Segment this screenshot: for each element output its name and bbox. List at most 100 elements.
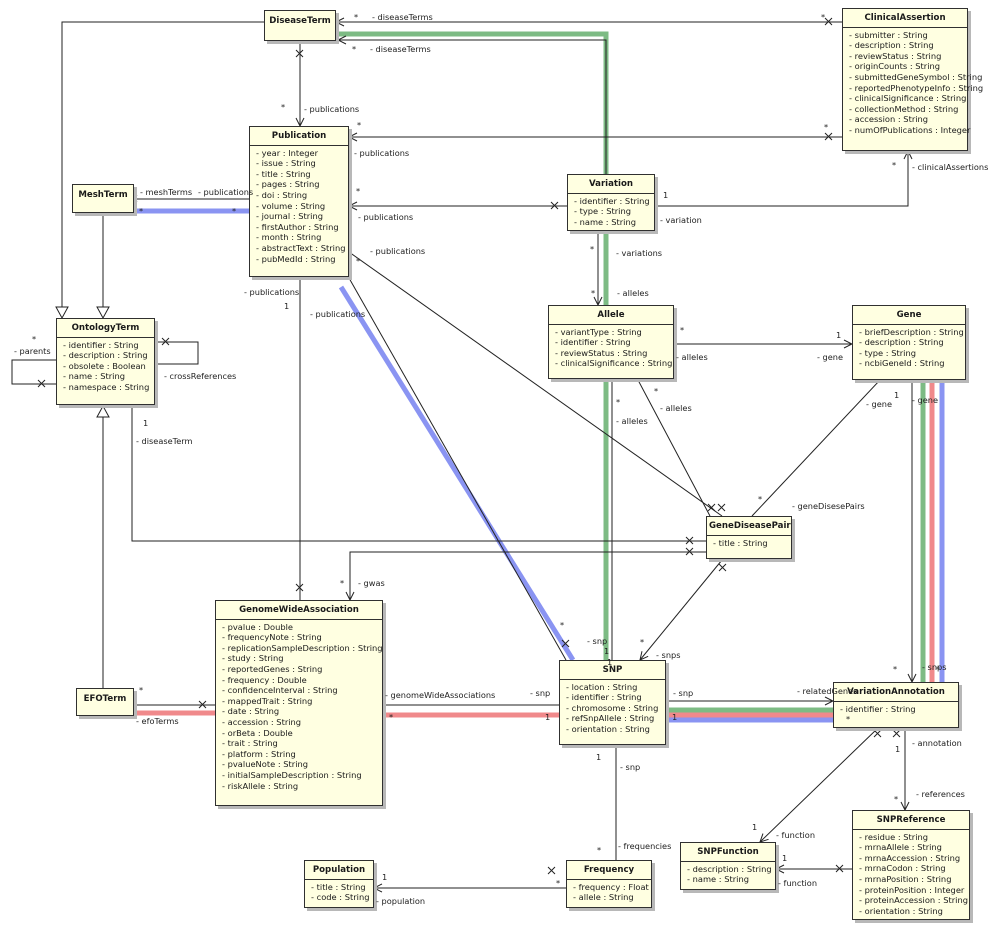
class-attribute: - mrnaAllele : String (859, 842, 942, 853)
class-gene[interactable]: Gene - briefDescription : String- descri… (852, 305, 966, 380)
x-mark (550, 201, 559, 210)
class-name: Frequency (567, 861, 651, 880)
class-genome-wide-association[interactable]: GenomeWideAssociation - pvalue : Double -… (215, 600, 383, 806)
multiplicity-label: * (340, 578, 345, 588)
class-attribute: - pvalue : Double (222, 621, 294, 632)
multiplicity-label: * (354, 12, 359, 22)
class-attribute: - submitter : String (849, 29, 928, 40)
attribute-list: - title : String (707, 536, 791, 552)
class-attribute: - clinicalSignificance : String (849, 93, 967, 104)
class-population[interactable]: Population - title : String- code : Stri… (304, 860, 374, 908)
role-label: - variation (660, 215, 702, 225)
role-label: - population (376, 896, 426, 906)
class-attribute: - originCounts : String (849, 61, 941, 72)
x-mark (718, 563, 727, 572)
class-name: Publication (250, 127, 348, 146)
x-mark (37, 379, 46, 388)
class-attribute: - platform : String (222, 748, 296, 759)
class-attribute: - allele : String (573, 892, 634, 903)
class-snp-reference[interactable]: SNPReference - residue : String- mrnaAll… (852, 810, 970, 920)
class-attribute: - identifier : String (840, 703, 916, 714)
class-name: Allele (549, 306, 673, 325)
multiplicity-label: 1 (596, 752, 602, 762)
multiplicity-label: * (893, 664, 898, 674)
role-label: - snp (530, 688, 551, 698)
attribute-list: - identifier : String (834, 702, 958, 718)
assoc-genedisease-snp (640, 559, 723, 660)
class-attribute: - location : String (566, 681, 638, 692)
class-snp[interactable]: SNP - location : String- identifier : St… (559, 660, 666, 745)
class-attribute: - mrnaPosition : String (859, 873, 952, 884)
x-mark (824, 132, 833, 141)
role-label: - gene (866, 399, 893, 409)
role-label: - snps (922, 662, 947, 672)
assoc-ontology-genedisease (131, 406, 706, 542)
role-label: - annotation (912, 738, 962, 748)
attribute-list: - submitter : String- description : Stri… (843, 28, 983, 139)
class-name: SNPReference (853, 811, 969, 830)
class-attribute: - riskAllele : String (222, 780, 299, 791)
class-mesh-term[interactable]: MeshTerm (72, 184, 134, 213)
attribute-list: - frequency : Float- allele : String (567, 880, 651, 906)
class-name: GenomeWideAssociation (216, 601, 382, 620)
class-attribute: - collectionMethod : String (849, 103, 959, 114)
multiplicity-label: * (640, 637, 645, 647)
class-name: DiseaseTerm (269, 16, 331, 26)
multiplicity-label: 1 (895, 744, 901, 754)
role-label: - gwas (358, 578, 385, 588)
class-efo-term[interactable]: EFOTerm (76, 688, 134, 716)
role-label: - gene (817, 352, 844, 362)
attribute-list: - year : Integer- issue : String- title … (250, 146, 348, 268)
class-attribute: - description : String (859, 337, 944, 348)
class-attribute: - month : String (256, 232, 322, 243)
class-gene-disease-pair[interactable]: GeneDiseasePair - title : String (706, 516, 792, 559)
class-name: MeshTerm (78, 190, 128, 200)
attribute-list: - identifier : String- description : Str… (57, 338, 154, 396)
blue-path-2 (338, 285, 576, 662)
role-label: - relatedGenes (797, 686, 858, 696)
class-snp-function[interactable]: SNPFunction - description : String- name… (680, 842, 776, 890)
multiplicity-label: * (352, 44, 357, 54)
class-variation-annotation[interactable]: VariationAnnotation - identifier : Strin… (833, 682, 959, 728)
class-variation[interactable]: Variation - identifier : String- type : … (567, 174, 655, 231)
class-attribute: - chromosome : String (566, 702, 659, 713)
class-attribute: - submittedGeneSymbol : String (849, 71, 983, 82)
class-attribute: - orientation : String (859, 905, 943, 916)
class-publication[interactable]: Publication - year : Integer- issue : St… (249, 126, 349, 277)
multiplicity-label: 1 (382, 872, 388, 882)
x-mark (873, 729, 882, 738)
role-label: - alleles (617, 288, 649, 298)
class-attribute: - title : String (713, 537, 768, 548)
class-allele[interactable]: Allele - variantType : String- identifie… (548, 305, 674, 379)
class-disease-term[interactable]: DiseaseTerm (264, 10, 336, 41)
role-label: - gene (912, 395, 939, 405)
class-name: EFOTerm (83, 694, 127, 704)
x-mark (685, 536, 694, 545)
multiplicity-label: 1 (752, 822, 758, 832)
class-attribute: - ncbiGeneId : String (859, 358, 945, 369)
multiplicity-label: 1 (894, 390, 900, 400)
multiplicity-label: 1 (607, 657, 613, 667)
role-label: - frequencies (618, 841, 672, 851)
multiplicity-label: * (654, 386, 659, 396)
class-name: Population (305, 861, 373, 880)
class-attribute: - pvalueNote : String (222, 759, 309, 770)
x-mark (295, 49, 304, 58)
multiplicity-label: * (356, 256, 361, 266)
class-attribute: - identifier : String (574, 195, 650, 206)
class-attribute: - mrnaCodon : String (859, 863, 946, 874)
class-clinical-assertion[interactable]: ClinicalAssertion - submitter : String- … (842, 8, 983, 151)
class-attribute: - residue : String (859, 831, 929, 842)
assoc-ontology-cross (155, 341, 199, 365)
class-attribute: - mappedTrait : String (222, 695, 313, 706)
class-frequency[interactable]: Frequency - frequency : Float- allele : … (566, 860, 652, 908)
attribute-list: - identifier : String- type : String- na… (568, 194, 654, 231)
role-label: - snp (620, 762, 641, 772)
attribute-list: - title : String- code : String (305, 880, 373, 906)
attribute-list: - description : String- name : String (681, 862, 775, 888)
multiplicity-label: 1 (545, 712, 551, 722)
role-label: - publications (310, 309, 366, 319)
x-mark (717, 503, 726, 512)
class-ontology-term[interactable]: OntologyTerm - identifier : String- desc… (56, 318, 155, 405)
